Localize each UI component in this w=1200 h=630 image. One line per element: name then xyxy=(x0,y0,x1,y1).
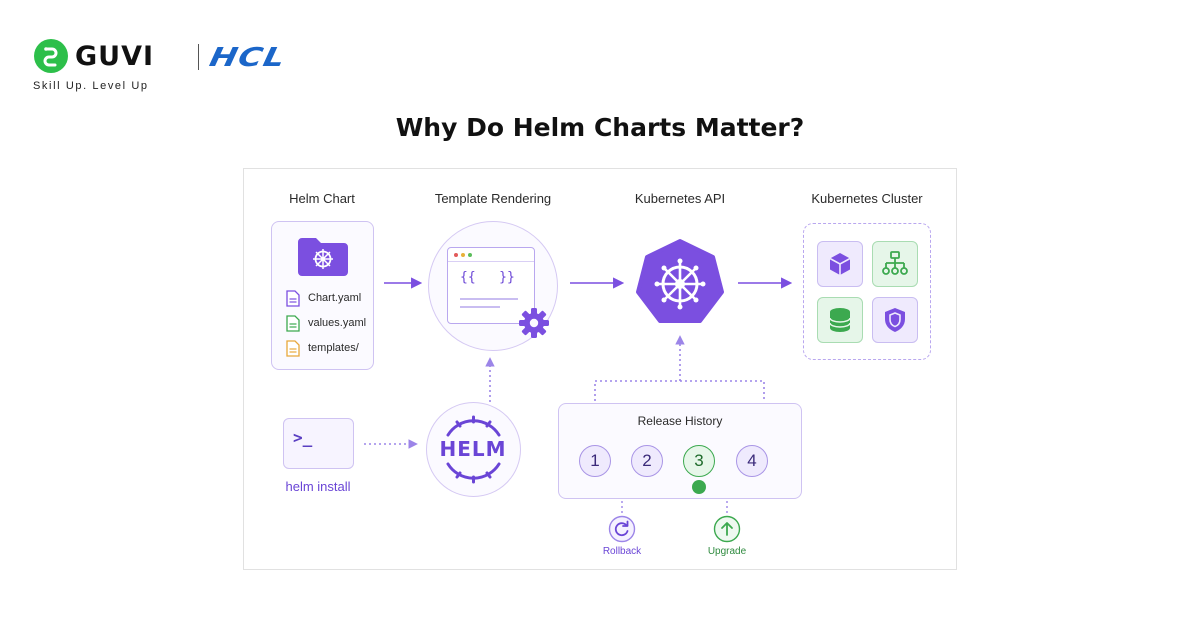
brand-header: GUVI HCL Skill Up. Level Up xyxy=(33,38,333,94)
version-node-1: 1 xyxy=(579,445,611,477)
version-node-3-current: 3 xyxy=(683,445,715,477)
terminal-box: >_ xyxy=(283,418,354,469)
chart-folder-icon xyxy=(298,238,348,276)
partner-logo: HCL xyxy=(206,43,289,73)
version-node-4: 4 xyxy=(736,445,768,477)
label-kubernetes-api: Kubernetes API xyxy=(634,191,726,206)
gear-icon xyxy=(519,308,549,338)
database-icon xyxy=(829,308,851,332)
window-dot-icon xyxy=(461,252,465,257)
upgrade-label: Upgrade xyxy=(707,546,747,557)
kubernetes-cluster-box xyxy=(803,223,931,360)
rollback-label: Rollback xyxy=(602,546,642,557)
file-name: Chart.yaml xyxy=(308,292,362,304)
guvi-logo-icon xyxy=(34,39,68,73)
brand-divider xyxy=(198,44,199,70)
helm-wheel-icon xyxy=(446,415,500,483)
file-templates-dir: templates/ xyxy=(286,339,359,357)
template-rendering-circle: {{ }} xyxy=(428,221,558,351)
release-history-title: Release History xyxy=(637,414,723,428)
window-titlebar xyxy=(448,248,534,262)
file-chart-yaml: Chart.yaml xyxy=(286,289,361,307)
helm-chart-card: Chart.yaml values.yaml templates/ xyxy=(271,221,374,370)
helm-install-label: helm install xyxy=(285,479,351,494)
helm-logo-text: HELM xyxy=(439,437,507,461)
window-dot-icon xyxy=(454,252,458,257)
label-template-rendering: Template Rendering xyxy=(434,191,552,206)
storage-tile xyxy=(817,297,863,343)
kubernetes-api-icon xyxy=(636,239,724,323)
file-values-yaml: values.yaml xyxy=(286,314,366,332)
arrow-history-to-api xyxy=(594,380,765,401)
template-code: {{ }} xyxy=(460,270,515,285)
cube-icon xyxy=(829,253,851,275)
diagram-frame: Helm Chart Template Rendering Kubernetes… xyxy=(243,168,957,570)
window-dot-icon xyxy=(468,252,472,257)
security-tile xyxy=(872,297,918,343)
version-node-2: 2 xyxy=(631,445,663,477)
page-title: Why Do Helm Charts Matter? xyxy=(395,113,805,142)
helm-logo-circle: HELM xyxy=(426,402,521,497)
upgrade-icon xyxy=(713,515,741,543)
terminal-prompt: >_ xyxy=(293,428,313,447)
pod-tile xyxy=(817,241,863,287)
file-icon xyxy=(286,314,300,332)
label-helm-chart: Helm Chart xyxy=(289,191,355,206)
code-line xyxy=(460,298,518,300)
template-window: {{ }} xyxy=(447,247,535,324)
file-name: values.yaml xyxy=(308,317,367,329)
brand-tagline: Skill Up. Level Up xyxy=(33,80,149,92)
connector-layer xyxy=(364,277,793,515)
file-icon xyxy=(286,339,300,357)
label-kubernetes-cluster: Kubernetes Cluster xyxy=(811,191,923,206)
code-line xyxy=(460,306,500,308)
brand-name: GUVI xyxy=(75,41,155,72)
shield-icon xyxy=(885,308,905,332)
rollback-icon xyxy=(608,515,636,543)
network-tile xyxy=(872,241,918,287)
file-icon xyxy=(286,289,300,307)
current-release-indicator xyxy=(692,480,706,494)
release-history-card: Release History 1 2 3 4 xyxy=(558,403,802,499)
network-icon xyxy=(882,251,908,275)
file-name: templates/ xyxy=(308,342,359,354)
